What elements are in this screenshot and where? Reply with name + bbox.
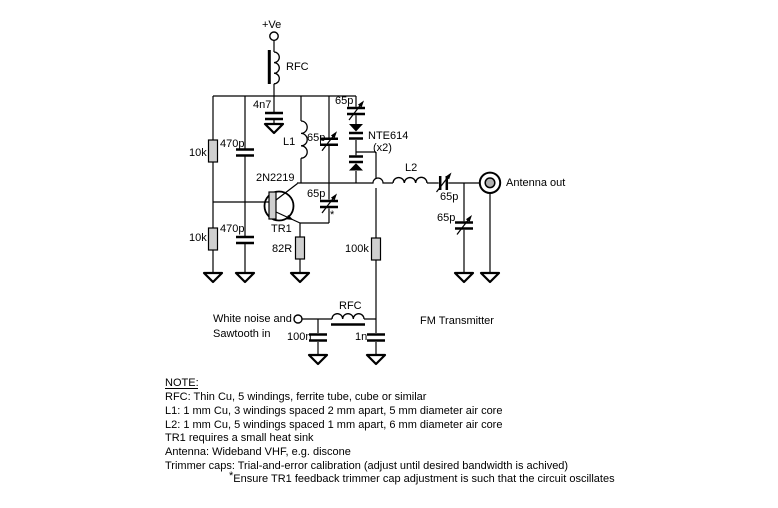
- label-100k: 100k: [345, 243, 369, 255]
- note-line-tr1: TR1 requires a small heat sink: [165, 432, 314, 444]
- transistor-base-bar: [268, 191, 277, 220]
- label-tr1: TR1: [271, 223, 292, 235]
- label-l1: L1: [283, 136, 295, 148]
- note-star-text: Ensure TR1 feedback trimmer cap adjustme…: [233, 473, 615, 485]
- modulation-input-terminal: [293, 314, 303, 324]
- label-supply: +Ve: [262, 19, 281, 31]
- ground-antenna-connector: [479, 271, 501, 284]
- rfc1-coil: [273, 51, 280, 85]
- varactor-d2: [349, 155, 363, 171]
- note-heading-colon: :: [196, 377, 199, 389]
- label-1n: 1n: [355, 331, 367, 343]
- label-nte614: NTE614: [368, 130, 408, 142]
- ground-1n: [365, 353, 387, 366]
- supply-terminal: [269, 31, 279, 42]
- label-470p-upper: 470p: [220, 138, 244, 150]
- varactor-d2-triangle: [349, 163, 363, 171]
- rfc2-coil: [331, 313, 365, 320]
- label-470p-lower: 470p: [220, 223, 244, 235]
- capacitor-100n: [307, 333, 329, 342]
- wire-bias-divider: [212, 96, 269, 273]
- wire-modulation: [302, 318, 377, 355]
- transistor-collector-lead: [275, 183, 298, 201]
- resistor-100k: [370, 237, 382, 261]
- resistor-10k-lower: [207, 227, 219, 251]
- label-shunt-65p: 65p: [437, 212, 455, 224]
- transistor-tr1: [263, 183, 301, 224]
- label-rfc2: RFC: [339, 300, 362, 312]
- note-line-rfc: RFC: Thin Cu, 5 windings, ferrite tube, …: [165, 391, 427, 403]
- note-line-antenna: Antenna: Wideband VHF, e.g. discone: [165, 446, 351, 458]
- wire-collector-rail: [297, 177, 480, 184]
- note-line-starred: *Ensure TR1 feedback trimmer cap adjustm…: [229, 470, 615, 485]
- capacitor-470p-upper: [234, 148, 256, 157]
- varactor-d1: [349, 124, 363, 140]
- ground-100n: [307, 353, 329, 366]
- ground-antenna-shunt: [453, 271, 475, 284]
- label-l2: L2: [405, 162, 417, 174]
- ground-4n7: [263, 122, 285, 135]
- antenna-connector: [478, 171, 502, 195]
- antenna-connector-center-pin: [484, 177, 496, 189]
- capacitor-1n: [365, 333, 387, 342]
- label-rfc1: RFC: [286, 61, 309, 73]
- label-4n7: 4n7: [253, 99, 271, 111]
- label-feedback-asterisk: *: [330, 209, 335, 221]
- transistor-emitter-arrow: [286, 214, 294, 220]
- ground-bias-divider: [202, 271, 224, 284]
- note-line-trimmers: Trimmer caps: Trial-and-error calibratio…: [165, 460, 568, 472]
- label-antenna-out: Antenna out: [506, 177, 565, 189]
- label-fm-transmitter: FM Transmitter: [420, 315, 494, 327]
- capacitor-470p-lower: [234, 235, 256, 245]
- note-line-l2: L2: 1 mm Cu, 5 windings spaced 1 mm apar…: [165, 419, 502, 431]
- varactor-d1-triangle: [349, 124, 363, 132]
- ground-bias-caps: [234, 271, 256, 284]
- label-nte614-qty: (x2): [373, 142, 392, 154]
- label-varactor-65p: 65p: [335, 95, 353, 107]
- note-heading: NOTE:: [165, 377, 199, 389]
- label-82r: 82R: [272, 243, 292, 255]
- label-feedback-65p: 65p: [307, 188, 325, 200]
- resistor-82r: [294, 236, 306, 260]
- transistor-body-circle: [263, 190, 295, 222]
- capacitor-4n7: [263, 111, 285, 121]
- wire-emitter: [299, 222, 329, 273]
- l2-coil: [392, 176, 428, 184]
- note-line-l1: L1: 1 mm Cu, 3 windings spaced 2 mm apar…: [165, 405, 502, 417]
- label-10k-upper: 10k: [189, 147, 207, 159]
- label-input-line2: Sawtooth in: [213, 328, 270, 340]
- resistor-10k-upper: [207, 139, 219, 163]
- note-block: NOTE: RFC: Thin Cu, 5 windings, ferrite …: [165, 377, 615, 485]
- label-tank-65p: 65p: [307, 132, 325, 144]
- trimmer-series-65p: [435, 171, 453, 194]
- l1-coil: [300, 120, 308, 159]
- wire-varactor-bias-100k: [356, 151, 377, 319]
- label-series-65p: 65p: [440, 191, 458, 203]
- label-2n2219: 2N2219: [256, 172, 295, 184]
- label-input-line1: White noise and: [213, 313, 292, 325]
- note-star: *: [229, 470, 234, 482]
- note-heading-word: NOTE: [165, 377, 196, 389]
- ground-emitter: [289, 271, 311, 284]
- label-10k-lower: 10k: [189, 232, 207, 244]
- label-100n: 100n: [287, 331, 311, 343]
